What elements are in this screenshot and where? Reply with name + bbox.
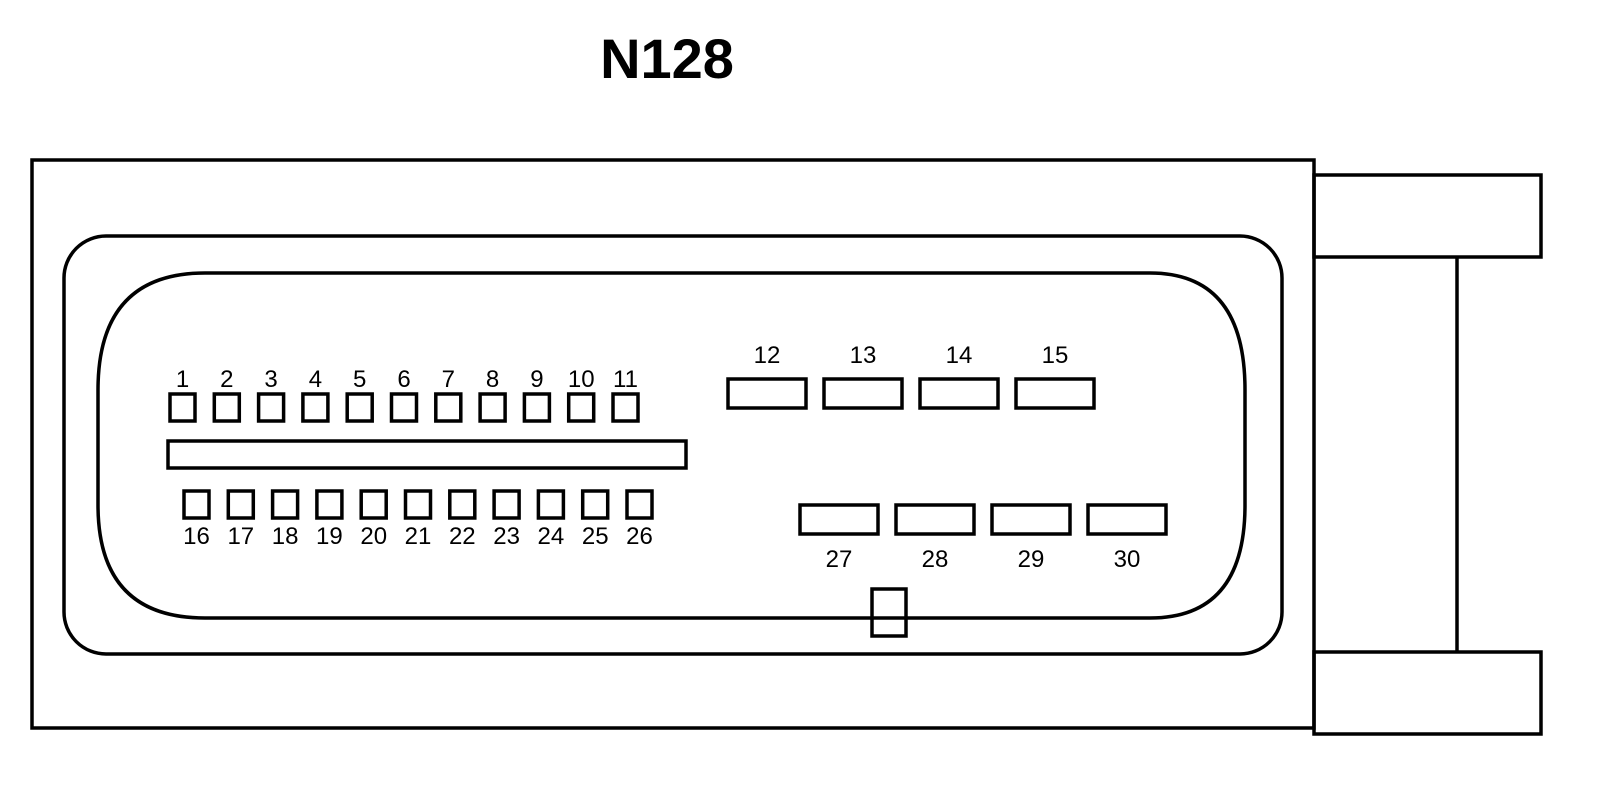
pin-19 xyxy=(315,489,344,520)
pin-label-27: 27 xyxy=(826,546,853,573)
pin-label-14: 14 xyxy=(946,342,973,369)
pin-label-17: 17 xyxy=(227,523,254,550)
pin-label-23: 23 xyxy=(493,523,520,550)
coding-bar xyxy=(166,439,688,470)
pin-label-25: 25 xyxy=(582,523,609,550)
pin-label-26: 26 xyxy=(626,523,653,550)
pin-9 xyxy=(522,392,552,423)
pin-10 xyxy=(566,392,596,423)
pin-28 xyxy=(894,503,976,536)
pin-label-19: 19 xyxy=(316,523,343,550)
pin-26 xyxy=(625,489,654,520)
pin-14 xyxy=(918,377,1000,410)
pin-label-15: 15 xyxy=(1042,342,1069,369)
pin-4 xyxy=(301,392,330,423)
pin-label-28: 28 xyxy=(922,546,949,573)
pin-18 xyxy=(270,489,300,520)
pin-17 xyxy=(226,489,256,520)
pin-12 xyxy=(726,377,808,410)
pin-6 xyxy=(389,392,419,423)
inner-cavity xyxy=(96,271,1247,620)
pin-label-6: 6 xyxy=(397,366,410,393)
pin-label-4: 4 xyxy=(309,366,322,393)
connector-housing xyxy=(30,158,1316,730)
pin-label-13: 13 xyxy=(850,342,877,369)
pin-label-16: 16 xyxy=(183,523,210,550)
latch-top-tab xyxy=(1312,173,1543,259)
pin-7 xyxy=(434,392,463,423)
pin-label-1: 1 xyxy=(176,366,189,393)
pin-15 xyxy=(1014,377,1096,410)
pin-label-3: 3 xyxy=(264,366,277,393)
pin-27 xyxy=(798,503,880,536)
pin-1 xyxy=(168,392,197,423)
pin-8 xyxy=(478,392,507,423)
pin-label-7: 7 xyxy=(442,366,455,393)
pin-20 xyxy=(359,489,388,520)
pin-label-29: 29 xyxy=(1018,546,1045,573)
pin-5 xyxy=(345,392,374,423)
pin-label-18: 18 xyxy=(272,523,299,550)
pin-11 xyxy=(611,392,640,423)
pin-label-30: 30 xyxy=(1114,546,1141,573)
pin-22 xyxy=(448,489,477,520)
pin-3 xyxy=(256,392,286,423)
pin-label-24: 24 xyxy=(538,523,565,550)
pin-label-10: 10 xyxy=(568,366,595,393)
pin-label-8: 8 xyxy=(486,366,499,393)
pin-label-21: 21 xyxy=(405,523,432,550)
connector-title: N128 xyxy=(600,27,734,90)
pin-label-11: 11 xyxy=(613,366,638,393)
pin-25 xyxy=(580,489,610,520)
polarization-key xyxy=(870,587,908,638)
pin-24 xyxy=(536,489,566,520)
pin-29 xyxy=(990,503,1072,536)
pin-21 xyxy=(403,489,433,520)
pin-30 xyxy=(1086,503,1168,536)
pin-16 xyxy=(182,489,211,520)
outer-cavity xyxy=(62,234,1284,656)
pin-label-12: 12 xyxy=(754,342,781,369)
latch-bottom-tab xyxy=(1312,650,1543,736)
pin-2 xyxy=(212,392,242,423)
pin-label-5: 5 xyxy=(353,366,366,393)
pin-label-9: 9 xyxy=(530,366,543,393)
pin-23 xyxy=(492,489,521,520)
pin-label-20: 20 xyxy=(360,523,387,550)
pin-label-2: 2 xyxy=(220,366,233,393)
pin-13 xyxy=(822,377,904,410)
pin-label-22: 22 xyxy=(449,523,476,550)
